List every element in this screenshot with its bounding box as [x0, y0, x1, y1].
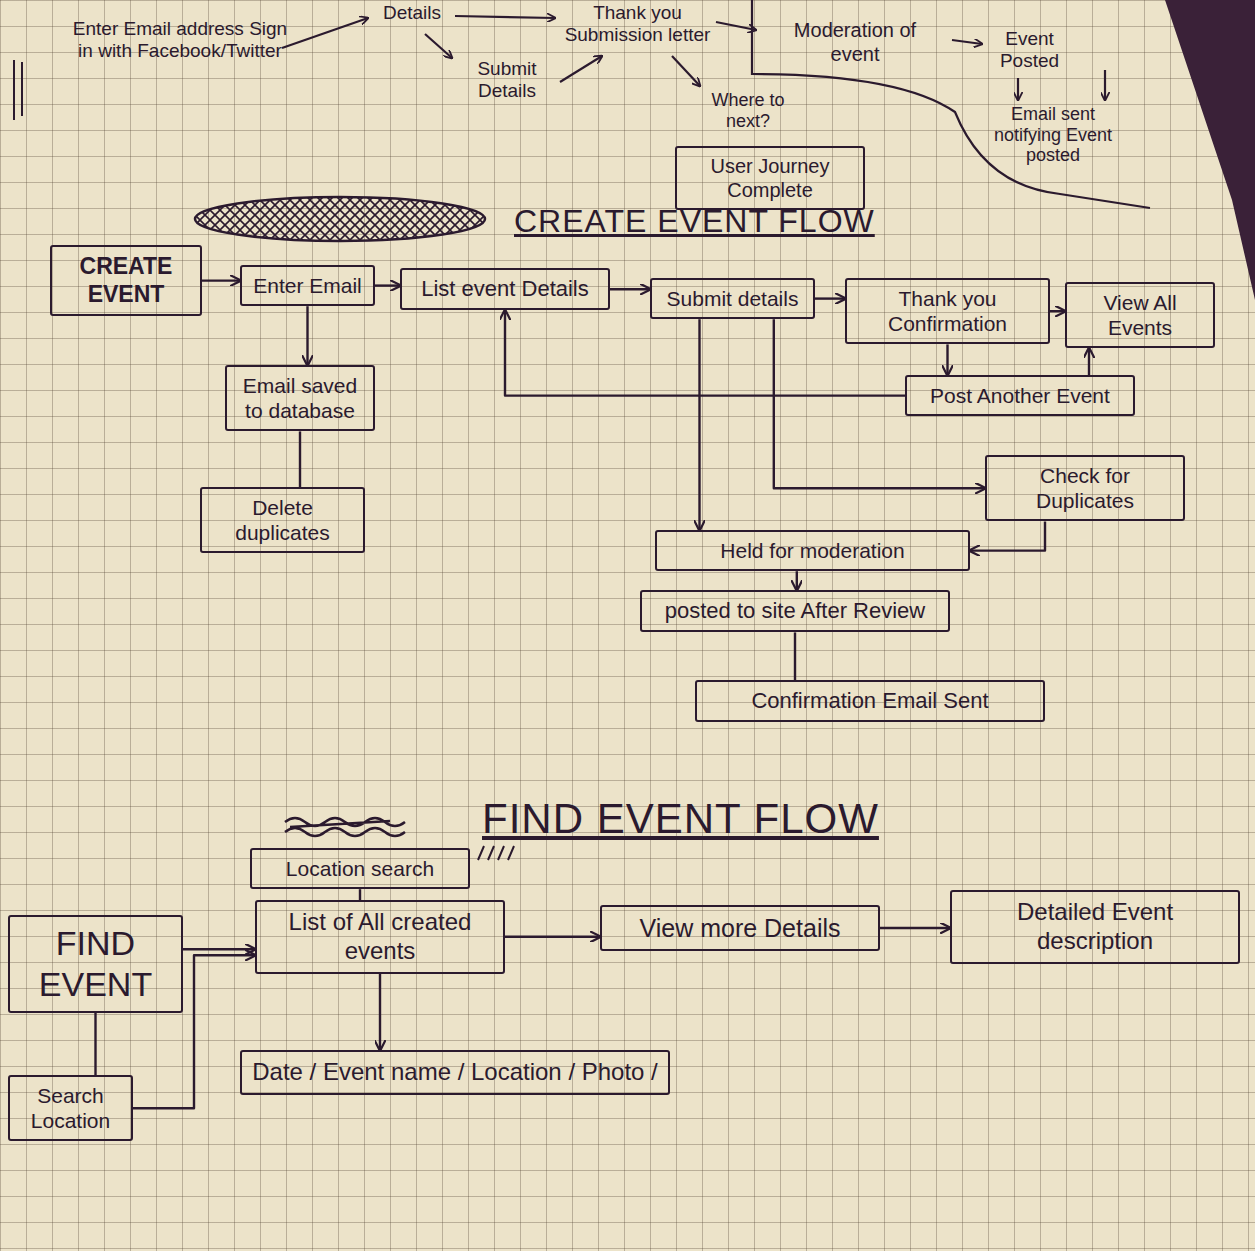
flow-arrow	[379, 974, 381, 1050]
box-text: Date / Event name / Location / Photo /	[251, 1058, 659, 1087]
flow-arrow	[610, 288, 650, 290]
sketch-text-node: Moderation of event	[760, 12, 950, 72]
process-box: Delete duplicates	[200, 487, 365, 553]
process-box: posted to site After Review	[640, 590, 950, 632]
sketch-note: Submit Details	[452, 58, 562, 102]
sketch-note: Where to next?	[688, 90, 808, 131]
box-text: Search Location	[19, 1083, 122, 1133]
process-box: List of All created events	[255, 900, 505, 974]
flow-arrow	[375, 284, 400, 286]
sketch-note: Enter Email address Sign in with Faceboo…	[70, 18, 290, 62]
sketch-note: Event Posted	[982, 28, 1077, 72]
process-box: Email saved to database	[225, 365, 375, 431]
sketch-arrow	[716, 22, 756, 30]
sketch-note: Thank you Submission letter	[560, 2, 715, 46]
connector-line	[359, 889, 361, 900]
sketch-arrow	[425, 34, 452, 58]
flow-arrow	[306, 306, 308, 365]
flow-arrow	[796, 571, 798, 590]
box-text: Detailed Event description	[961, 898, 1229, 956]
box-text: View more Details	[611, 913, 869, 943]
box-text: CREATE EVENT	[61, 253, 191, 308]
process-box: Submit details	[650, 278, 815, 319]
process-box: Check for Duplicates	[985, 455, 1185, 521]
box-text: FIND EVENT	[19, 923, 172, 1005]
box-text: Post Another Event	[916, 383, 1124, 408]
process-box: User Journey Complete	[675, 146, 865, 210]
process-box: Enter Email	[240, 265, 375, 306]
flow-heading: CREATE EVENT FLOW	[512, 203, 932, 240]
box-text: Email saved to database	[236, 373, 364, 423]
sketch-note: Details	[372, 2, 452, 24]
process-box: CREATE EVENT	[50, 245, 202, 316]
scribble	[285, 818, 405, 836]
box-text: List of All created events	[266, 908, 494, 966]
process-box: Confirmation Email Sent	[695, 680, 1045, 722]
flow-arrow	[880, 927, 950, 929]
box-text: Held for moderation	[666, 538, 959, 563]
flow-arrow	[815, 297, 845, 299]
process-box: Held for moderation	[655, 530, 970, 571]
box-text: List event Details	[411, 276, 599, 302]
box-text: Enter Email	[251, 273, 364, 298]
connector-line	[299, 431, 301, 487]
process-box: List event Details	[400, 268, 610, 310]
box-text: Delete duplicates	[211, 495, 354, 545]
box-text: Thank you Confirmation	[856, 286, 1039, 336]
process-box: View more Details	[600, 905, 880, 951]
box-text: Check for Duplicates	[996, 463, 1174, 513]
box-text: User Journey Complete	[686, 154, 854, 202]
box-text: View All Events	[1076, 290, 1204, 340]
scribble	[478, 846, 514, 860]
table-corner	[1165, 0, 1255, 300]
sketch-arrow	[282, 18, 368, 48]
box-text: posted to site After Review	[651, 598, 939, 624]
box-text: Moderation of event	[769, 18, 941, 66]
flow-arrow	[698, 319, 700, 530]
process-box: Thank you Confirmation	[845, 278, 1050, 344]
process-box: View All Events	[1065, 282, 1215, 348]
process-box: Detailed Event description	[950, 890, 1240, 964]
sketch-arrow	[672, 56, 700, 86]
flow-heading: FIND EVENT FLOW	[480, 795, 1080, 843]
process-box: FIND EVENT	[8, 915, 183, 1013]
sketch-arrow	[560, 56, 602, 82]
flow-arrow	[505, 936, 600, 938]
box-text: Confirmation Email Sent	[706, 688, 1034, 714]
flow-arrow	[1050, 310, 1065, 312]
margin-mark	[14, 60, 22, 120]
process-box: Search Location	[8, 1075, 133, 1141]
flow-arrow	[183, 948, 255, 950]
flow-arrow	[202, 279, 240, 281]
process-box: Post Another Event	[905, 375, 1135, 416]
flow-arrow	[970, 521, 1045, 550]
sketch-arrow	[952, 40, 982, 44]
process-box: Location search	[250, 848, 470, 889]
connector-line	[794, 632, 796, 680]
box-text: Submit details	[661, 286, 804, 311]
flow-arrow	[946, 344, 948, 375]
box-text: Location search	[261, 856, 459, 881]
crossed-out-oval	[195, 197, 485, 241]
sketch-arrow	[455, 16, 555, 18]
sketch-note: Email sent notifying Event posted	[978, 104, 1128, 166]
sketch-arrow	[1017, 78, 1019, 100]
connector-line	[94, 1013, 96, 1075]
flow-arrow	[1088, 348, 1090, 375]
process-box: Date / Event name / Location / Photo /	[240, 1050, 670, 1095]
sketch-arrow	[1104, 70, 1106, 100]
